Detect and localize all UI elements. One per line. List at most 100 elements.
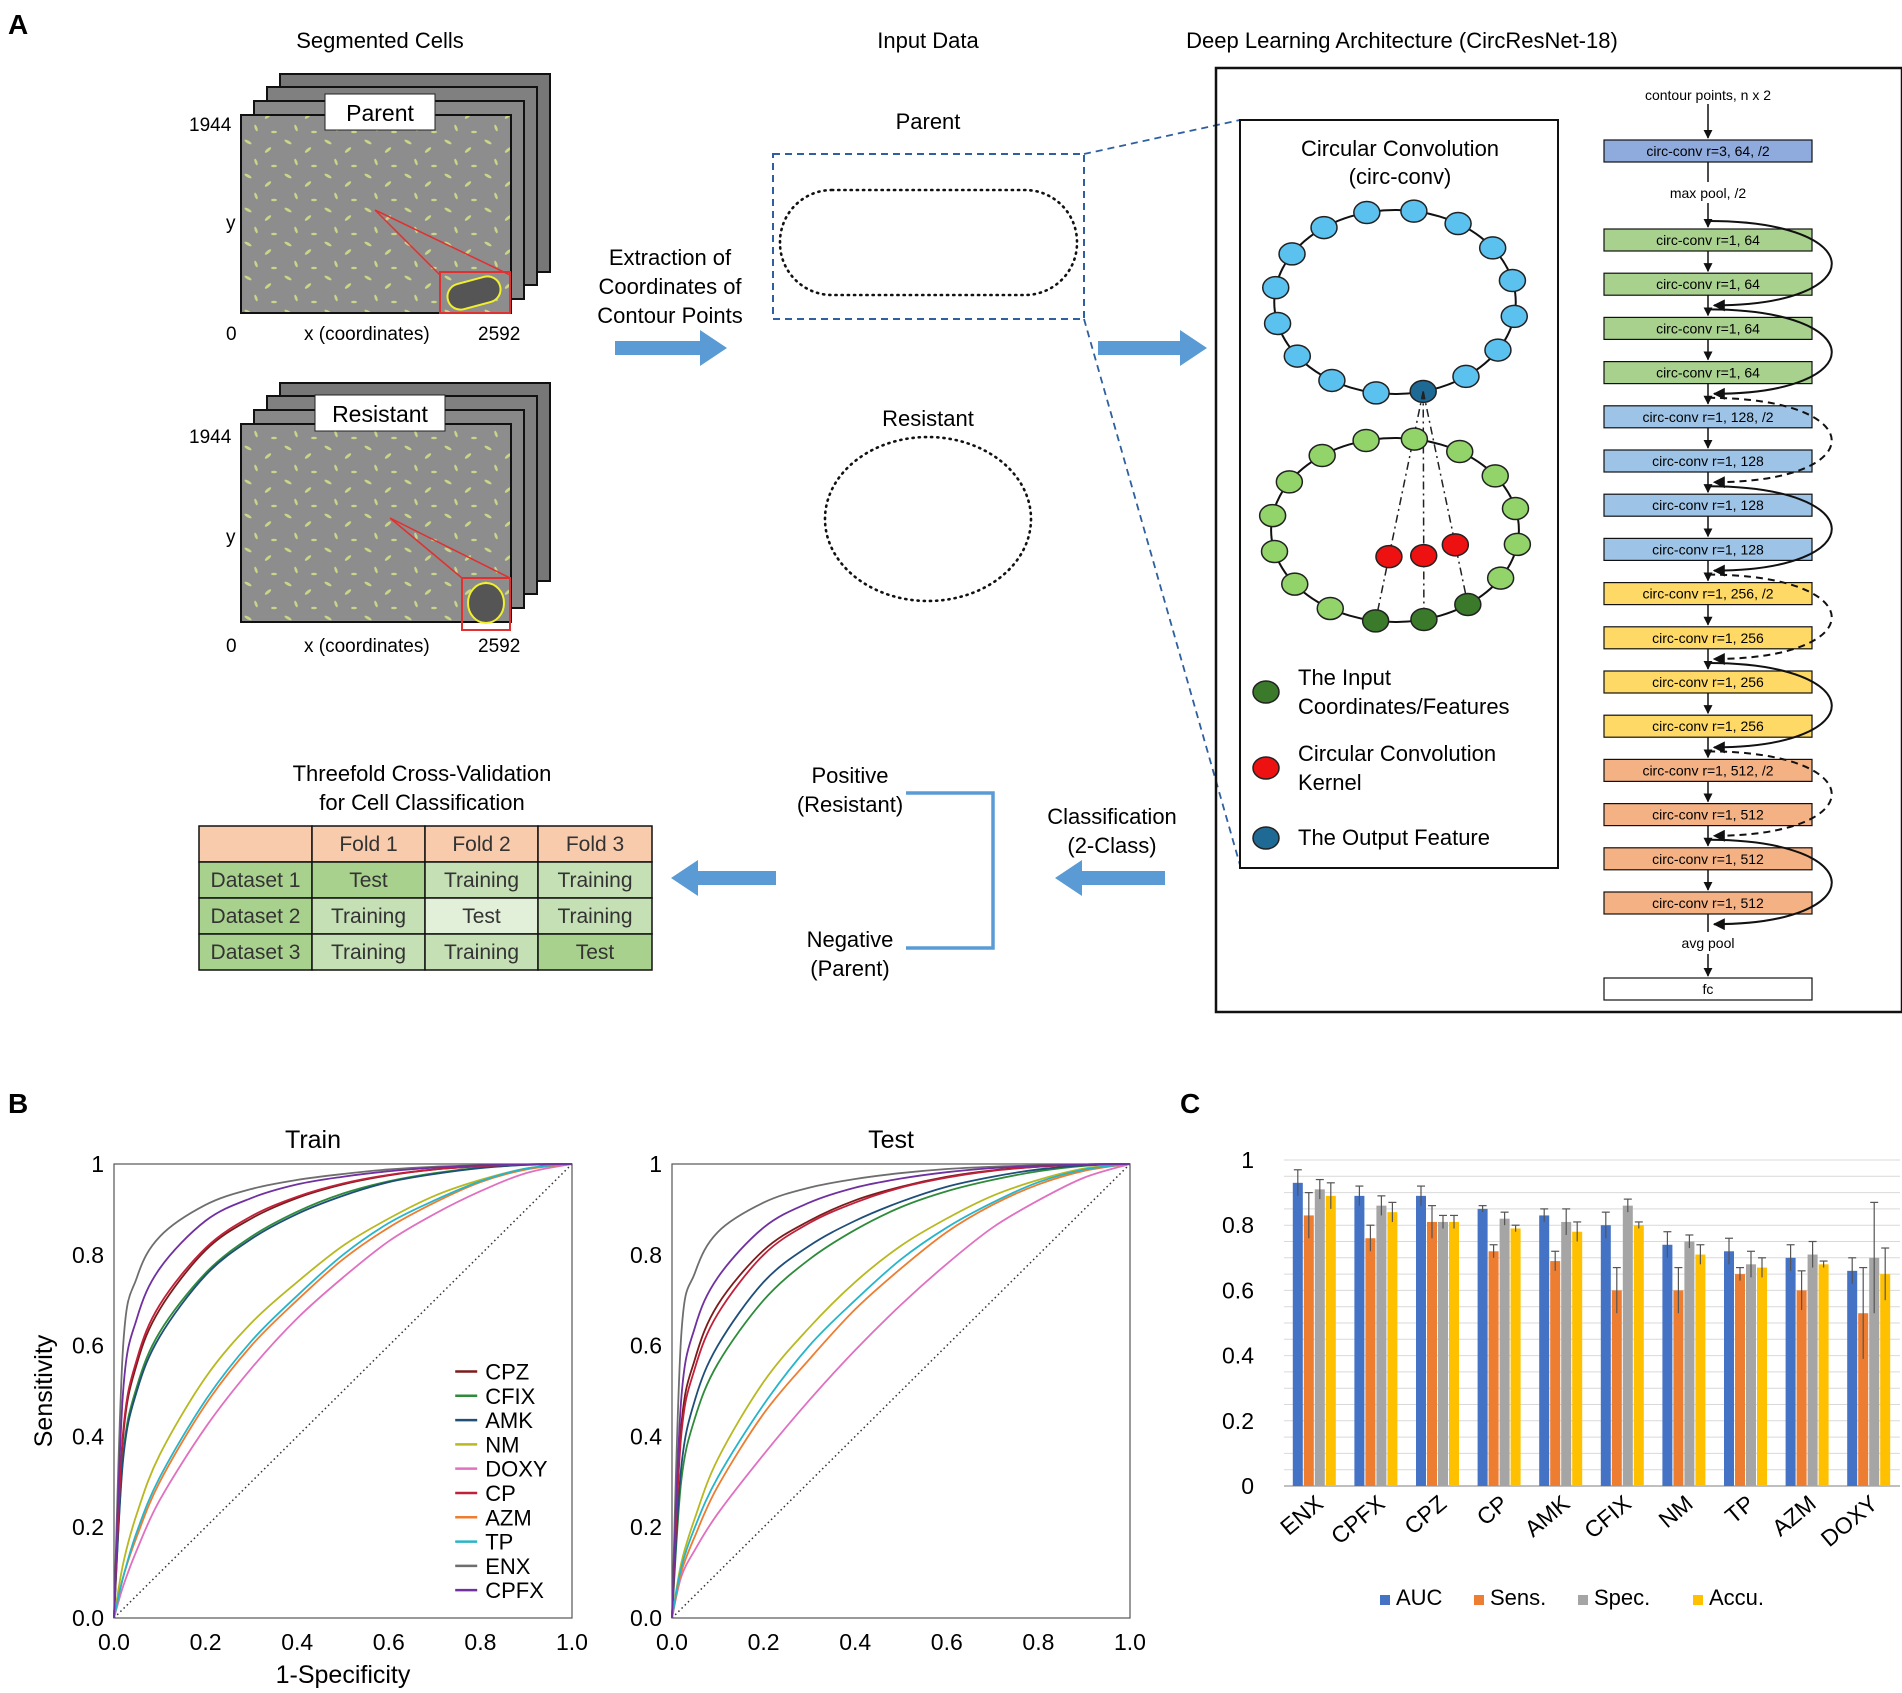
bar-accu (1695, 1254, 1706, 1486)
bar-sens (1796, 1290, 1807, 1486)
resistant-cell-zoom (467, 582, 505, 624)
input-node (1445, 439, 1474, 464)
x-tick-label: 0.2 (190, 1629, 222, 1655)
legend-label: ENX (485, 1554, 531, 1579)
table-cell-text: Dataset 1 (211, 869, 301, 892)
circ-conv-box (1239, 119, 1559, 869)
x-tick-label: 1.0 (556, 1629, 588, 1655)
top-ring (1273, 209, 1517, 395)
output-node (1362, 381, 1390, 405)
x-tick-label: CPFX (1326, 1490, 1390, 1549)
y-axis-label: Sensitivity (30, 1334, 58, 1447)
skip-connection (1707, 838, 1833, 931)
table-cell-text: Test (576, 941, 615, 964)
layer-label: circ-conv r=1, 64 (1656, 276, 1760, 292)
output-node (1444, 211, 1472, 236)
skip-connection (1707, 308, 1833, 400)
legend-label: CP (485, 1481, 516, 1506)
bar-accu (1325, 1195, 1336, 1486)
legend-text: Kernel (1298, 770, 1362, 795)
output-node (1283, 344, 1312, 368)
y-tick-label: 0.4 (630, 1423, 662, 1449)
legend-label: AMK (485, 1408, 533, 1433)
input-resistant-label: Resistant (882, 406, 974, 431)
roc-curve-amk (113, 1163, 573, 1619)
parent-y-max: 1944 (189, 115, 232, 136)
negative-line-2: (Parent) (810, 956, 889, 981)
x-tick-label: 0.6 (931, 1629, 963, 1655)
x-tick-label: AMK (1520, 1489, 1575, 1541)
bar-spec (1499, 1218, 1510, 1486)
parent-x-min: 0 (226, 324, 237, 345)
output-node (1500, 304, 1529, 329)
legend-label: Accu. (1709, 1585, 1764, 1610)
legend-swatch (1252, 680, 1280, 704)
parent-contour (778, 188, 1079, 297)
skip-connection (1707, 396, 1833, 489)
bar-spec (1746, 1264, 1756, 1486)
layer-label: circ-conv r=1, 128 (1652, 497, 1764, 513)
parent-y-label: y (226, 213, 236, 234)
y-tick-label: 0.8 (72, 1242, 104, 1268)
legend-swatch (1252, 756, 1280, 780)
legend-label: CPZ (485, 1359, 529, 1384)
kernel-node (1441, 533, 1470, 557)
table-cell-text: Training (557, 905, 632, 928)
output-node (1484, 338, 1512, 362)
class-bracket (906, 791, 995, 950)
y-tick-label: 0 (1241, 1473, 1254, 1499)
table-cell-text: Fold 1 (339, 833, 397, 856)
bar-spec (1376, 1205, 1387, 1486)
x-tick-label: 0.6 (373, 1629, 405, 1655)
kernel-link (1422, 391, 1425, 620)
classification-line-2: (2-Class) (1067, 833, 1156, 858)
output-node (1310, 215, 1338, 240)
legend-label: CFIX (485, 1384, 535, 1409)
layer-label: circ-conv r=1, 512 (1652, 807, 1764, 823)
architecture-frame (1214, 66, 1902, 1014)
bar-sens (1488, 1251, 1499, 1486)
y-tick-label: 1 (1241, 1147, 1254, 1173)
resistant-x-min: 0 (226, 636, 237, 657)
layer-label: circ-conv r=1, 64 (1656, 232, 1760, 248)
resistant-contour (823, 435, 1033, 603)
roc-curve-nm (671, 1163, 1131, 1619)
layer-label: circ-conv r=1, 256, /2 (1642, 586, 1773, 602)
legend-label: TP (485, 1530, 513, 1555)
circ-conv-title-1: Circular Convolution (1301, 136, 1499, 161)
input-feature-node (1361, 609, 1390, 633)
table-cell (311, 933, 426, 971)
table-cell (198, 933, 313, 971)
table-cell-text: Dataset 3 (211, 941, 301, 964)
input-data-heading: Input Data (877, 28, 979, 53)
roc-curve-cpfx (671, 1163, 1131, 1619)
input-node (1486, 566, 1515, 590)
x-tick-label: 0.8 (1022, 1629, 1054, 1655)
bar-auc (1539, 1215, 1550, 1486)
legend-label: NM (485, 1432, 519, 1457)
input-node (1501, 496, 1530, 521)
y-tick-label: 0.2 (630, 1514, 662, 1540)
y-tick-label: 0.6 (72, 1333, 104, 1359)
x-tick-label: ENX (1275, 1490, 1328, 1540)
table-cell-text: Dataset 2 (211, 905, 301, 928)
network-input-label: contour points, n x 2 (1645, 87, 1771, 103)
input-node (1481, 464, 1509, 488)
legend-label: Spec. (1594, 1585, 1650, 1610)
crossval-arrow (671, 860, 776, 896)
resistant-y-label: y (226, 527, 236, 548)
y-tick-label: 1 (649, 1151, 662, 1177)
legend-text: The Output Feature (1298, 825, 1490, 850)
table-cell-text: Test (462, 905, 501, 928)
roc-curve-azm (671, 1163, 1131, 1619)
legend-label: Sens. (1490, 1585, 1546, 1610)
table-cell-text: Fold 2 (452, 833, 510, 856)
skip-connection (1707, 750, 1833, 842)
resistant-image-stack: Resistant 1944 y 0 x (coordinates) 2592 (189, 382, 551, 657)
plot-frame (671, 1163, 1131, 1619)
legend-swatch (1578, 1595, 1588, 1605)
output-node (1353, 200, 1381, 225)
input-node (1503, 532, 1532, 557)
y-tick-label: 0.4 (1222, 1343, 1254, 1369)
layer-label: circ-conv r=1, 64 (1656, 320, 1760, 336)
